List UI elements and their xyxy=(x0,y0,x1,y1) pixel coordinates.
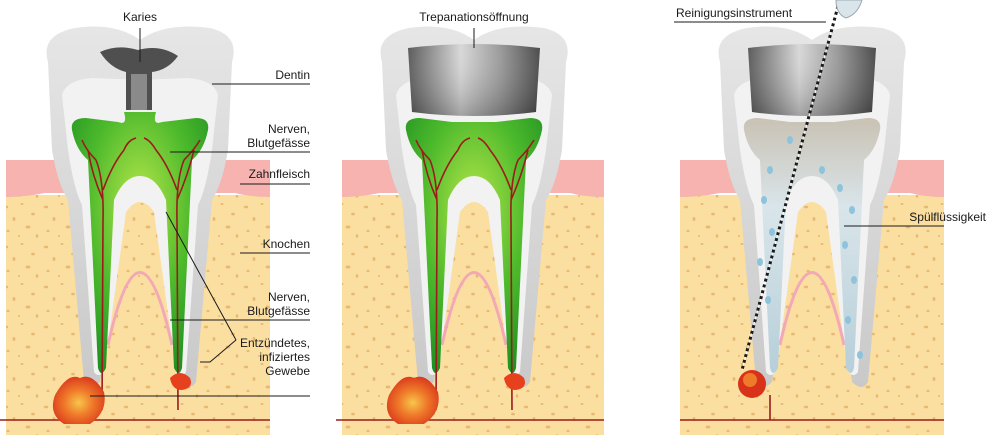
label-nerven-lower-line1: Nerven, xyxy=(216,290,310,304)
label-trepanation: Trepanationsöffnung xyxy=(404,10,544,24)
label-nerven-upper-line2: Blutgefässe xyxy=(216,136,310,150)
label-dentin: Dentin xyxy=(226,68,310,82)
label-gewebe-line2: infiziertes xyxy=(210,350,310,364)
label-nerven-lower-line2: Blutgefässe xyxy=(216,304,310,318)
label-karies: Karies xyxy=(112,10,168,24)
label-spuelfluessigkeit: Spülflüssigkeit xyxy=(860,210,986,224)
label-instrument: Reinigungsinstrument xyxy=(676,6,826,20)
bone xyxy=(342,195,604,435)
label-knochen: Knochen xyxy=(216,237,310,251)
label-gewebe-line3: Gewebe xyxy=(210,364,310,378)
bone xyxy=(680,195,944,435)
label-nerven-upper-line1: Nerven, xyxy=(216,122,310,136)
label-gewebe-line1: Entzündetes, xyxy=(210,336,310,350)
panel-access-opening xyxy=(336,27,604,435)
label-zahnfleisch: Zahnfleisch xyxy=(216,167,310,181)
instrument-handle xyxy=(836,0,862,18)
